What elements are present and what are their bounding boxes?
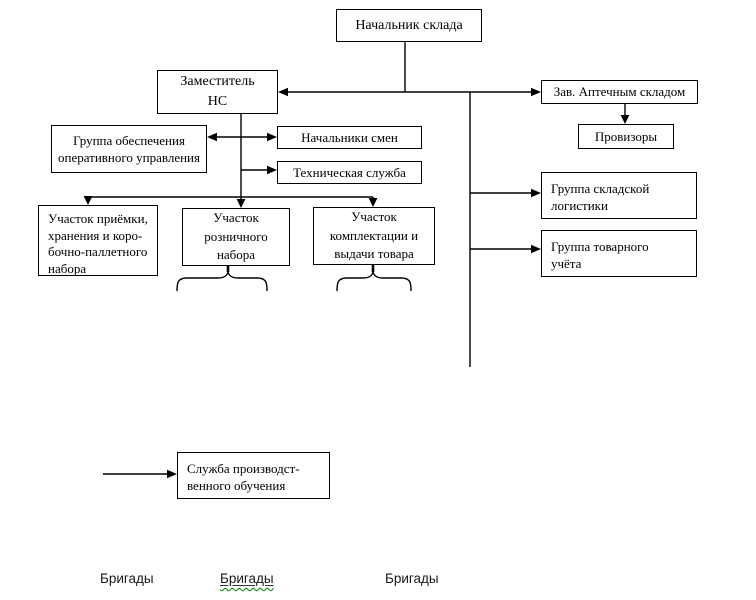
arrowhead-logistics (531, 188, 541, 198)
box-training-service: Служба производст- венного обучения (177, 452, 330, 499)
brace-retail-section (176, 265, 268, 292)
arrowhead-accounting (531, 244, 541, 254)
label-brigady-3: Бригады (385, 571, 439, 586)
arrowhead-to-pharmacy-head (531, 87, 541, 97)
box-receiving-section: Участок приёмки, хранения и коро- бочно-… (38, 205, 158, 276)
box-pharmacists-label: Провизоры (594, 128, 658, 144)
box-accounting-line-2: учёта (551, 256, 582, 272)
box-picking-section: Участок комплектации и выдачи товара (313, 207, 435, 265)
label-brigady-3-text: Бригады (385, 571, 439, 586)
box-logistics-line-1: Группа складской (551, 181, 650, 196)
box-deputy-line-1: Заместитель (180, 74, 255, 90)
brace-picking-section (336, 264, 412, 292)
connector-head-horizontal (278, 87, 541, 97)
box-deputy: Заместитель НС (157, 70, 278, 114)
box-training-line-1: Служба производст- (187, 461, 300, 476)
spellcheck-squiggle: Бригады (220, 571, 274, 586)
arrowhead-picking-section (368, 198, 378, 207)
arrowhead-to-deputy (278, 87, 288, 97)
label-brigady-1: Бригады (100, 571, 154, 586)
box-accounting-line-1: Группа товарного (551, 239, 649, 254)
box-picking-line-2: комплектации и (329, 227, 419, 243)
box-operations-group: Группа обеспечения оперативного управлен… (51, 125, 207, 173)
box-shift-managers: Начальники смен (277, 126, 422, 149)
box-receiving-line-1: Участок приёмки, (48, 211, 148, 226)
label-brigady-2: Бригады (220, 571, 274, 586)
box-operations-group-line-1: Группа обеспечения (73, 132, 185, 148)
box-retail-line-2: розничного (204, 228, 268, 244)
connector-to-accounting-group (470, 244, 541, 254)
box-operations-group-line-2: оперативного управления (58, 150, 200, 165)
arrowhead-retail-section (236, 199, 246, 208)
connector-training-service (103, 469, 177, 479)
connector-to-pharmacists (620, 104, 630, 124)
box-receiving-line-4: набора (48, 260, 87, 276)
box-pharmacy-head-label: Зав. Аптечным складом (553, 84, 686, 100)
box-technical-service-label: Техническая служба (293, 164, 406, 180)
connector-deputy-drop (236, 114, 246, 208)
box-shift-managers-label: Начальники смен (301, 129, 398, 145)
connector-technical-service (241, 165, 277, 175)
box-accounting-group: Группа товарного учёта (541, 230, 697, 277)
box-retail-line-3: набора (216, 247, 256, 263)
arrowhead-receiving-section (83, 196, 93, 205)
box-warehouse-head: Начальник склада (336, 9, 482, 42)
arrowhead-technical-service (267, 165, 277, 175)
box-training-line-2: венного обучения (187, 478, 286, 494)
label-brigady-1-text: Бригады (100, 571, 154, 586)
arrowhead-shift-managers (267, 132, 277, 142)
box-picking-line-1: Участок (351, 209, 397, 225)
box-technical-service: Техническая служба (277, 161, 422, 184)
box-receiving-line-2: хранения и коро- (48, 227, 143, 243)
box-picking-line-3: выдачи товара (334, 246, 414, 262)
box-logistics-line-2: логистики (551, 198, 608, 214)
box-retail-section: Участок розничного набора (182, 208, 290, 266)
box-deputy-line-2: НС (207, 94, 228, 109)
box-warehouse-head-label: Начальник склада (355, 17, 463, 33)
connector-to-logistics-group (470, 188, 541, 198)
box-pharmacy-head: Зав. Аптечным складом (541, 80, 698, 104)
box-retail-line-1: Участок (213, 210, 259, 226)
box-pharmacists: Провизоры (578, 124, 674, 149)
arrowhead-pharmacists (620, 115, 630, 124)
box-logistics-group: Группа складской логистики (541, 172, 697, 219)
arrowhead-operations-group (207, 132, 217, 142)
arrowhead-training-service (167, 469, 177, 479)
connector-operations-shift (207, 132, 277, 142)
label-brigady-2-text: Бригады (220, 571, 274, 586)
box-receiving-line-3: бочно-паллетного (48, 244, 148, 260)
connector-sections-horizontal (83, 196, 378, 207)
